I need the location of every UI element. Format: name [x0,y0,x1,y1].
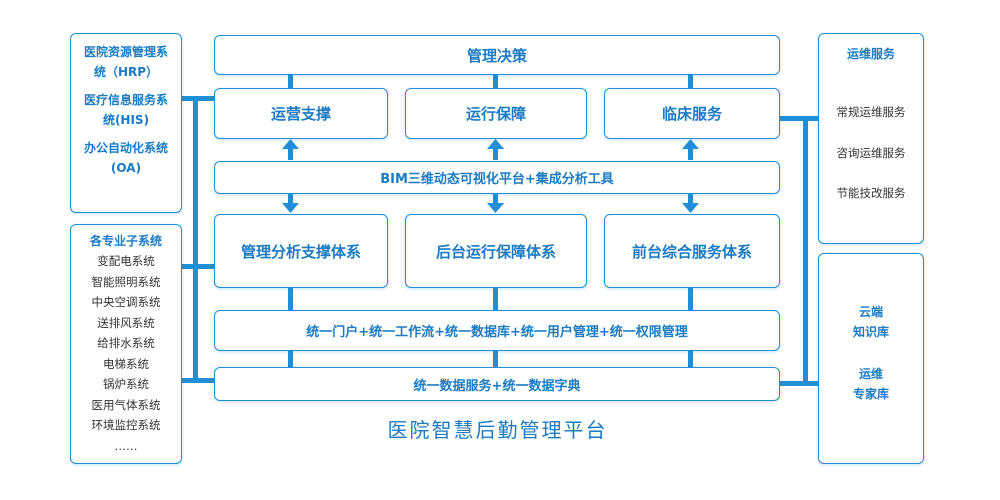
expert-line1: 运维 [858,367,883,381]
backend-ops-box: 后台运行保障体系 [405,214,587,288]
connector-right-top [780,116,818,121]
connector-v9 [688,351,693,367]
connector-v6 [688,288,693,310]
frontend-service-box: 前台综合服务体系 [604,214,780,288]
ops-support-label: 运营支撑 [270,105,331,123]
subsystem-item: 送排风系统 [97,315,155,330]
hrp-entry: 医院资源管理系 统（HRP） [71,42,181,82]
connector-left-bottom [182,378,215,383]
expert-line2: 专家库 [852,387,889,401]
connector-right-bottom [780,381,818,386]
subsystems-box: 各专业子系统 变配电系统 智能照明系统 中央空调系统 送排风系统 给排水系统 电… [70,224,182,464]
backend-ops-label: 后台运行保障体系 [435,242,556,261]
unified-data-label: 统一数据服务+统一数据字典 [413,378,581,394]
clinical-service-label: 临床服务 [661,105,722,123]
arrow-down-2 [487,194,504,213]
frontend-service-label: 前台综合服务体系 [631,242,752,261]
clinical-service-box: 临床服务 [604,88,780,139]
ops-service-item: 咨询运维服务 [836,145,906,160]
left-systems-box: 医院资源管理系 统（HRP） 医疗信息服务系 统(HIS) 办公自动化系统 (O… [70,33,182,213]
unified-data-box: 统一数据服务+统一数据字典 [214,367,780,401]
ops-services-box: 运维服务 常规运维服务 咨询运维服务 节能技改服务 [818,33,924,244]
subsystem-item: …… [114,438,138,453]
connector-v4 [288,288,293,310]
his-entry: 医疗信息服务系 统(HIS) [71,90,181,130]
connector-left-vertical [193,96,198,382]
cloud-knowledge-entry: 云端 知识库 [819,302,923,342]
unified-portal-box: 统一门户+统一工作流+统一数据库+统一用户管理+统一权限管理 [214,310,780,351]
knowledge-base-box: 云端 知识库 运维 专家库 [818,253,924,464]
subsystem-item: 锅炉系统 [103,377,149,391]
oa-entry: 办公自动化系统 (OA) [71,138,181,178]
connector-left-mid [182,264,215,269]
connector-v1 [288,75,293,88]
arrow-down-1 [282,194,299,213]
unified-portal-label: 统一门户+统一工作流+统一数据库+统一用户管理+统一权限管理 [306,325,688,340]
subsystem-item: 电梯系统 [103,356,149,371]
arrow-down-3 [682,194,699,213]
connector-v2 [493,75,498,88]
his-line1: 医疗信息服务系 [83,93,168,107]
mgmt-analysis-label: 管理分析支撑体系 [240,242,361,261]
management-decision-box: 管理决策 [214,35,780,75]
bim-platform-box: BIM三维动态可视化平台+集成分析工具 [214,161,780,194]
subsystem-item: 中央空调系统 [91,295,161,309]
expert-base-entry: 运维 专家库 [819,364,923,404]
ops-service-item: 节能技改服务 [836,186,906,200]
connector-left-top [182,96,215,101]
management-decision-label: 管理决策 [466,46,527,65]
ops-support-box: 运营支撑 [214,88,388,139]
cloud-line2: 知识库 [852,325,889,339]
subsystem-item: 环境监控系统 [91,418,161,432]
subsystem-item: 智能照明系统 [91,274,161,289]
arrow-up-1 [282,139,299,160]
subsystem-item: 医用气体系统 [91,397,161,412]
his-line2: 统(HIS) [102,113,150,127]
arrow-up-2 [487,139,504,160]
cloud-line1: 云端 [858,305,883,319]
connector-v3 [688,75,693,88]
bim-platform-label: BIM三维动态可视化平台+集成分析工具 [380,172,614,187]
mgmt-analysis-box: 管理分析支撑体系 [214,214,388,288]
platform-title: 医院智慧后勤管理平台 [387,418,608,442]
connector-right-vertical [803,116,808,386]
connector-v5 [493,288,498,310]
connector-v8 [493,351,498,367]
ops-services-title: 运维服务 [846,47,895,61]
oa-line2: (OA) [110,161,142,175]
hrp-line2: 统（HRP） [93,65,159,79]
subsystems-title: 各专业子系统 [89,234,162,248]
subsystem-item: 变配电系统 [97,254,155,268]
connector-v7 [288,351,293,367]
subsystem-item: 给排水系统 [97,336,155,350]
run-guarantee-label: 运行保障 [465,105,526,123]
oa-line1: 办公自动化系统 [83,141,168,155]
hrp-line1: 医院资源管理系 [83,45,168,59]
arrow-up-3 [682,139,699,160]
ops-service-item: 常规运维服务 [836,105,906,119]
run-guarantee-box: 运行保障 [405,88,587,139]
